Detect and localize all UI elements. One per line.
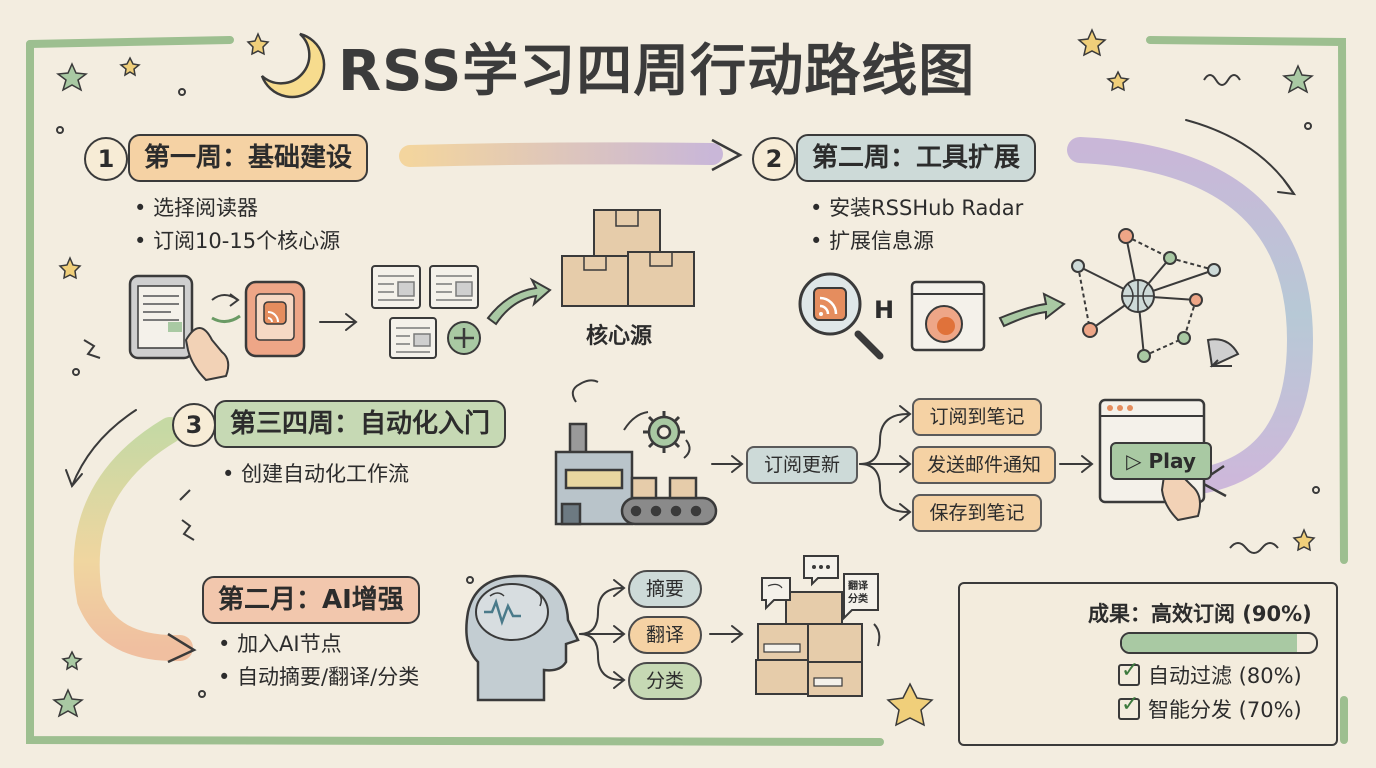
page-title: RSS学习四周行动路线图 (338, 39, 976, 104)
check-smart-distribute: 智能分发 (70%) (1118, 692, 1302, 724)
week1-heading: 第一周：基础建设 (128, 134, 369, 182)
week1-bullets: 选择阅读器 订阅10-15个核心源 (134, 192, 340, 258)
bubble-text: 翻译 分类 (848, 581, 868, 605)
news-feed-icons (371, 265, 481, 359)
network-globe-illustration (1071, 228, 1240, 368)
week2-bullet: 扩展信息源 (810, 225, 1023, 258)
action-send-email: 发送邮件通知 (912, 446, 1056, 484)
month2-bullet: 加入AI节点 (218, 628, 419, 661)
result-progress-fill (1122, 634, 1297, 652)
step-number-1: 1 (84, 137, 128, 181)
result-panel: 成果：高效订阅 (90%) 自动过滤 (80%) 智能分发 (70%) (958, 582, 1338, 746)
week1-bullet: 订阅10-15个核心源 (134, 225, 340, 258)
result-progress-bar (1120, 632, 1318, 654)
doodles (56, 74, 1320, 698)
week2-bullets: 安装RSSHub Radar 扩展信息源 (810, 192, 1023, 258)
week34-bullet: 创建自动化工作流 (222, 458, 409, 491)
radar-browser-window (910, 280, 986, 352)
checkbox-icon (1118, 658, 1140, 686)
month2-heading: 第二月：AI增强 (202, 576, 420, 624)
check-auto-filter: 自动过滤 (80%) (1118, 658, 1302, 690)
core-source-label: 核心源 (586, 324, 653, 349)
week1-bullet: 选择阅读器 (134, 192, 340, 225)
month2-bullet: 自动摘要/翻译/分类 (218, 661, 419, 694)
output-translate: 翻译 (628, 616, 702, 654)
step-number-3: 3 (172, 403, 216, 447)
arrow-week1-to-week2 (399, 142, 723, 167)
rss-magnifier-illustration (798, 272, 884, 360)
trigger-subscription-update: 订阅更新 (746, 446, 858, 484)
reader-devices-illustration (128, 274, 306, 382)
step-number-2: 2 (752, 137, 796, 181)
ai-brain-illustration (465, 574, 580, 702)
action-save-to-notes: 保存到笔记 (912, 494, 1042, 532)
check-label: 自动过滤 (80%) (1148, 664, 1302, 688)
result-title: 成果：高效订阅 (90%) (1088, 602, 1312, 626)
green-star-icons (52, 62, 1314, 718)
week2-heading: 第二周：工具扩展 (796, 134, 1037, 182)
h-letter: H (874, 296, 895, 324)
ai-output-boxes (755, 555, 881, 697)
week2-bullet: 安装RSSHub Radar (810, 192, 1023, 225)
week34-heading: 第三四周：自动化入门 (214, 400, 507, 448)
moon-icon (260, 32, 326, 99)
check-label: 智能分发 (70%) (1148, 698, 1302, 722)
play-button[interactable]: ▷ Play (1110, 442, 1212, 480)
checkbox-icon (1118, 692, 1140, 720)
output-classify: 分类 (628, 662, 702, 700)
month2-bullets: 加入AI节点 自动摘要/翻译/分类 (218, 628, 419, 694)
core-source-boxes (561, 209, 695, 307)
frame-border (26, 36, 1348, 746)
star-icons (58, 28, 1316, 727)
output-summary: 摘要 (628, 570, 702, 608)
week34-bullets: 创建自动化工作流 (222, 458, 409, 491)
automation-factory-illustration (554, 379, 718, 526)
action-subscribe-to-notes: 订阅到笔记 (912, 398, 1042, 436)
